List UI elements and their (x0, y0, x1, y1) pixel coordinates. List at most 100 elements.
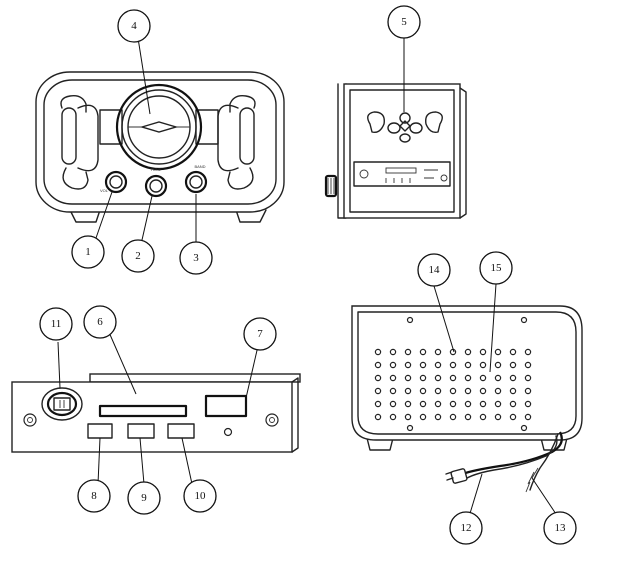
callout-number: 13 (555, 522, 567, 534)
power-socket (41, 387, 83, 421)
callout-13: 13 (543, 511, 577, 545)
top-display-panel (353, 161, 451, 187)
vent-hole (419, 348, 427, 356)
knob-label-vol: VOL (100, 188, 109, 193)
cord-line-b (463, 435, 558, 481)
callout-7: 7 (243, 317, 277, 351)
vent-hole (494, 361, 502, 369)
tuning-dial-bezel (115, 83, 203, 171)
vent-hole (419, 361, 427, 369)
callout-5: 5 (387, 5, 421, 39)
callout-circle (417, 253, 451, 287)
callout-circle (127, 481, 161, 515)
vent-hole (434, 400, 442, 408)
callout-11: 11 (39, 307, 73, 341)
callout-circle (449, 511, 483, 545)
vent-hole (524, 348, 532, 356)
callout-circle (543, 511, 577, 545)
vent-hole (434, 413, 442, 421)
knob-tuning (144, 174, 168, 198)
card-slot (98, 404, 188, 418)
callout-number: 4 (131, 20, 137, 32)
front-cabinet-inner (43, 79, 277, 205)
vent-hole (464, 387, 472, 395)
callout-number: 8 (91, 490, 97, 502)
back-screw-tr (520, 316, 528, 324)
vent-hole (389, 413, 397, 421)
callout-circle (77, 479, 111, 513)
callout-6: 6 (83, 305, 117, 339)
vent-hole (404, 361, 412, 369)
back-cabinet-inner (357, 311, 577, 435)
rear-button-9 (127, 423, 155, 439)
callout-4: 4 (117, 9, 151, 43)
vent-hole (434, 374, 442, 382)
knob-volume (104, 170, 128, 194)
vent-hole (434, 361, 442, 369)
vent-hole (374, 348, 382, 356)
cord-tail (529, 433, 559, 491)
callout-number: 9 (141, 492, 147, 504)
vent-hole (479, 413, 487, 421)
vent-hole (419, 413, 427, 421)
front-right-foot (235, 209, 267, 223)
tuning-dial-ring (121, 89, 197, 165)
back-view (351, 305, 583, 451)
vent-hole (524, 361, 532, 369)
callout-10: 10 (183, 479, 217, 513)
callout-circle (83, 305, 117, 339)
vent-hole (404, 348, 412, 356)
plug-icon (445, 468, 468, 484)
leader-lines (57, 37, 557, 521)
vent-hole (404, 374, 412, 382)
callout-number: 3 (193, 252, 199, 264)
vent-hole (479, 348, 487, 356)
vent-hole (464, 348, 472, 356)
vent-hole (509, 348, 517, 356)
vent-hole (494, 400, 502, 408)
rear-panel-view (11, 373, 301, 453)
knob-label-band: BAND (194, 164, 205, 169)
vent-hole (509, 413, 517, 421)
vent-hole (404, 400, 412, 408)
vent-hole (509, 387, 517, 395)
vent-hole (449, 387, 457, 395)
callout-number: 7 (257, 328, 263, 340)
callout-12: 12 (449, 511, 483, 545)
vent-hole (419, 374, 427, 382)
vent-hole (479, 387, 487, 395)
callout-number: 10 (195, 490, 207, 502)
back-left-foot (365, 433, 395, 451)
callout-number: 11 (51, 318, 62, 330)
vent-hole (449, 413, 457, 421)
callout-number: 6 (97, 316, 103, 328)
vent-hole (389, 387, 397, 395)
vent-hole (389, 348, 397, 356)
vent-hole (524, 374, 532, 382)
vent-hole (509, 361, 517, 369)
callout-14: 14 (417, 253, 451, 287)
dial-pointer (139, 121, 179, 133)
callout-circle (243, 317, 277, 351)
vent-hole (389, 400, 397, 408)
vent-hole (419, 400, 427, 408)
top-cabinet-inner (349, 89, 455, 213)
callout-circle (71, 235, 105, 269)
callout-circle (479, 251, 513, 285)
callout-2: 2 (121, 239, 155, 273)
top-side-knob (324, 174, 338, 198)
vent-hole (374, 361, 382, 369)
vent-hole (449, 361, 457, 369)
vent-hole (494, 348, 502, 356)
callout-number: 12 (461, 522, 472, 534)
vent-hole (434, 348, 442, 356)
callout-8: 8 (77, 479, 111, 513)
top-view (324, 83, 467, 219)
power-cord (445, 431, 563, 493)
top-cabinet-outer (343, 83, 461, 219)
vent-hole (494, 413, 502, 421)
callout-number: 15 (491, 262, 503, 274)
vent-hole (449, 374, 457, 382)
